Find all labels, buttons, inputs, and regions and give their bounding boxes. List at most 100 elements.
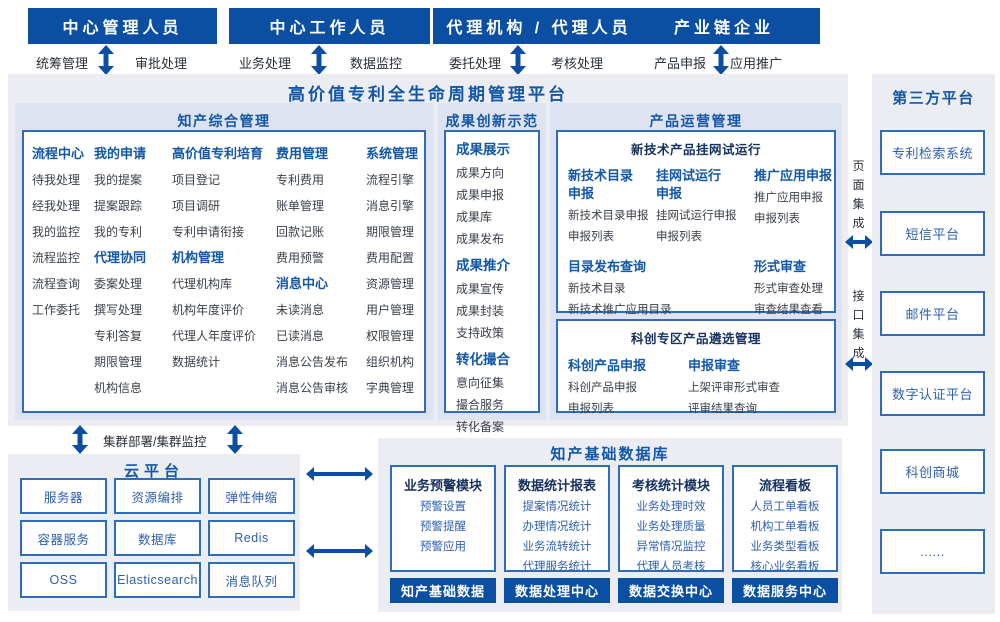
module-item: 专利申请衔接 bbox=[172, 225, 245, 239]
module-item: 消息公告发布 bbox=[276, 355, 349, 369]
module-item: 消息引擎 bbox=[366, 199, 415, 213]
module-item: 机构信息 bbox=[94, 381, 143, 395]
module-item: 期限管理 bbox=[94, 355, 143, 369]
module-group: 申报审查上架评审形式审查评审结果查询 bbox=[688, 351, 838, 420]
actor-center-managers: 中心管理人员 统筹管理 审批处理 bbox=[28, 8, 217, 72]
actor-role-label: 审批处理 bbox=[134, 56, 187, 71]
module-group-title: 成果推介 bbox=[456, 258, 510, 273]
module-item: 字典管理 bbox=[366, 381, 415, 395]
vertical-double-arrow-icon bbox=[72, 425, 88, 454]
module-item: 转化备案 bbox=[456, 420, 505, 434]
db-module-box: 业务预警模块预警设置预警提醒预警应用 bbox=[390, 465, 496, 572]
module-group: 科创产品申报科创产品申报申报列表 bbox=[568, 351, 688, 420]
module-group-title: 挂网试运行申报 bbox=[656, 168, 722, 201]
module-item: 工作委托 bbox=[32, 303, 81, 317]
module-item: 评审结果查询 bbox=[688, 403, 757, 415]
cloud-service-box: Elasticsearch bbox=[114, 562, 201, 598]
module-item: 资源管理 bbox=[366, 277, 415, 291]
module-group: 推广应用申报推广应用申报申报列表 bbox=[754, 161, 840, 248]
cloud-service-box: OSS bbox=[20, 562, 107, 598]
module-item: 提案情况统计 bbox=[522, 501, 592, 513]
third-party-title: 第三方平台 bbox=[892, 90, 975, 107]
module-group-title: 流程中心 bbox=[32, 146, 85, 161]
module-group-title: 我的申请 bbox=[94, 146, 147, 161]
module-item: 新技术目录 bbox=[568, 283, 626, 295]
module-item: 流程引擎 bbox=[366, 173, 415, 187]
module-group: 形式审查形式审查处理审查结果查看 bbox=[754, 252, 840, 342]
module-group-title: 申报审查 bbox=[688, 358, 741, 373]
db-bars: 知产基础数据数据处理中心数据交换中心数据服务中心 bbox=[390, 578, 838, 603]
actor-role-label: 考核处理 bbox=[550, 56, 603, 71]
module-item: 委案处理 bbox=[94, 277, 143, 291]
vertical-double-arrow-icon bbox=[713, 45, 729, 75]
module-item: 流程监控 bbox=[32, 251, 81, 265]
module-group: 挂网试运行申报挂网试运行申报申报列表 bbox=[656, 161, 754, 248]
section-ip-management: 知产综合管理 流程中心待我处理经我处理我的监控流程监控流程查询工作委托我的申请我… bbox=[15, 103, 433, 420]
third-party-box: 短信平台 bbox=[880, 211, 985, 256]
ip-columns: 流程中心待我处理经我处理我的监控流程监控流程查询工作委托我的申请我的提案提案跟踪… bbox=[24, 132, 424, 401]
actor-role-labels: 业务处理 数据监控 bbox=[229, 53, 430, 72]
module-group-title: 目录发布查询 bbox=[568, 259, 647, 274]
module-item: 回款记账 bbox=[276, 225, 325, 239]
vertical-double-arrow-icon bbox=[311, 45, 327, 75]
module-item: 成果宣传 bbox=[456, 282, 505, 296]
page-integration-label: 页面集成 bbox=[852, 159, 865, 230]
module-item: 申报列表 bbox=[568, 403, 614, 415]
actor-center-staff: 中心工作人员 业务处理 数据监控 bbox=[229, 8, 430, 72]
sci-innovation-row: 科创产品申报科创产品申报申报列表申报审查上架评审形式审查评审结果查询 bbox=[558, 347, 834, 420]
third-party-box: 专利检索系统 bbox=[880, 130, 985, 175]
module-item: 成果方向 bbox=[456, 166, 505, 180]
ip-column: 费用管理专利费用账单管理回款记账费用预警消息中心未读消息已读消息消息公告发布消息… bbox=[276, 141, 366, 401]
module-item: 成果封装 bbox=[456, 304, 505, 318]
module-item: 上架评审形式审查 bbox=[688, 382, 780, 394]
module-group-title: 代理协同 bbox=[94, 250, 147, 265]
new-tech-trial-box: 新技术产品挂网试运行 新技术目录申报新技术目录申报申报列表挂网试运行申报挂网试运… bbox=[556, 130, 836, 337]
module-item: 未读消息 bbox=[276, 303, 325, 317]
ip-column: 我的申请我的提案提案跟踪我的专利代理协同委案处理撰写处理专利答复期限管理机构信息 bbox=[94, 141, 172, 401]
module-item: 项目登记 bbox=[172, 173, 221, 187]
module-item: 用户管理 bbox=[366, 303, 415, 317]
db-center-bar: 知产基础数据 bbox=[390, 578, 496, 603]
module-item: 核心业务看板 bbox=[750, 561, 820, 573]
module-item: 支持政策 bbox=[456, 326, 505, 340]
module-item: 业务处理质量 bbox=[636, 521, 706, 533]
module-item: 权限管理 bbox=[366, 329, 415, 343]
cloud-platform-title: 云平台 bbox=[123, 463, 184, 480]
db-module-title: 业务预警模块 bbox=[403, 478, 482, 493]
actor-role-labels: 委托处理 考核处理 bbox=[433, 53, 645, 72]
box-title: 科创专区产品遴选管理 bbox=[630, 332, 761, 346]
module-item: 流程查询 bbox=[32, 277, 81, 291]
module-group-title: 机构管理 bbox=[172, 250, 225, 265]
db-module-title: 考核统计模块 bbox=[631, 478, 710, 493]
third-party-box: ...... bbox=[880, 529, 985, 574]
module-item: 我的专利 bbox=[94, 225, 143, 239]
module-item: 提案跟踪 bbox=[94, 199, 143, 213]
ip-column: 高价值专利培育项目登记项目调研专利申请衔接机构管理代理机构库机构年度评价代理人年… bbox=[172, 141, 276, 401]
module-item: 推广应用申报 bbox=[754, 192, 823, 204]
db-module-title: 流程看板 bbox=[758, 478, 811, 493]
module-item: 业务流转统计 bbox=[522, 541, 592, 553]
module-item: 我的提案 bbox=[94, 173, 143, 187]
ip-column: 流程中心待我处理经我处理我的监控流程监控流程查询工作委托 bbox=[32, 141, 94, 401]
vertical-double-arrow-icon bbox=[227, 425, 243, 454]
module-group-title: 科创产品申报 bbox=[568, 358, 647, 373]
cloud-service-box: 容器服务 bbox=[20, 520, 107, 556]
vertical-double-arrow-icon bbox=[98, 45, 114, 75]
new-tech-row1: 新技术目录申报新技术目录申报申报列表挂网试运行申报挂网试运行申报申报列表推广应用… bbox=[558, 158, 834, 248]
section-achievement-demo: 成果创新示范 成果展示成果方向成果申报成果库成果发布成果推介成果宣传成果封装支持… bbox=[438, 103, 546, 434]
third-party-box: 邮件平台 bbox=[880, 291, 985, 336]
interface-integration-label: 接口集成 bbox=[852, 289, 865, 360]
module-item: 申报列表 bbox=[754, 213, 800, 225]
module-item: 撰写处理 bbox=[94, 303, 143, 317]
module-item: 审查结果查看 bbox=[754, 304, 823, 316]
module-item: 待我处理 bbox=[32, 173, 81, 187]
module-item: 人员工单看板 bbox=[750, 501, 820, 513]
actor-role-label: 应用推广 bbox=[729, 56, 782, 71]
cloud-service-box: 数据库 bbox=[114, 520, 201, 556]
platform-title: 高价值专利全生命周期管理平台 bbox=[288, 85, 568, 104]
module-item: 撮合服务 bbox=[456, 398, 505, 412]
module-group-title: 转化撮合 bbox=[456, 352, 510, 367]
module-item: 意向征集 bbox=[456, 376, 505, 390]
